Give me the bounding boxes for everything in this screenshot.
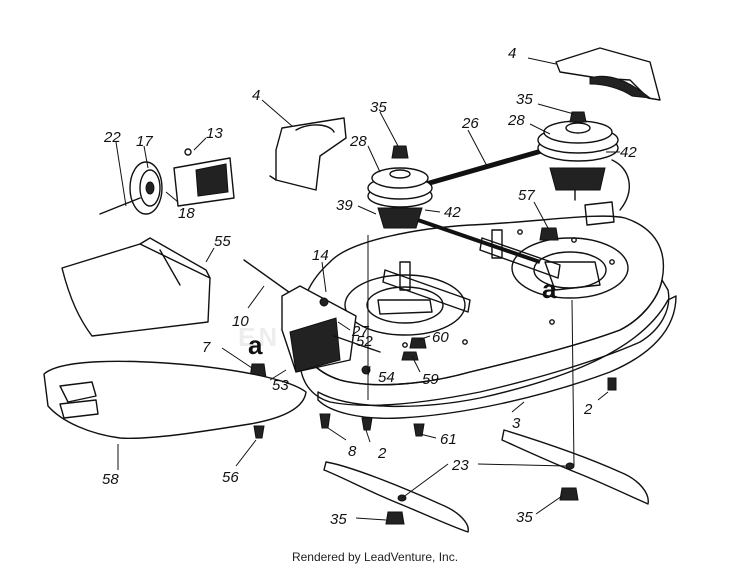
callout-4-right: 4 <box>508 45 516 62</box>
callout-54: 54 <box>378 369 395 386</box>
deck-bolts <box>253 377 617 439</box>
drive-belt <box>411 145 630 264</box>
callout-59: 59 <box>422 371 439 388</box>
callout-35-bottom-right: 35 <box>516 509 533 526</box>
callout-39: 39 <box>336 197 353 214</box>
discharge-chute <box>61 237 211 337</box>
nut-35-right <box>569 111 587 123</box>
callout-52: 52 <box>356 333 373 350</box>
nut-35-left <box>391 145 409 159</box>
callout-42-right: 42 <box>620 144 637 161</box>
callout-23: 23 <box>451 457 469 474</box>
callout-42-left: 42 <box>444 204 461 221</box>
footer-credit: Rendered by LeadVenture, Inc. <box>291 550 459 564</box>
callout-60: 60 <box>432 329 449 346</box>
mower-deck <box>299 201 677 420</box>
callout-22: 22 <box>103 129 121 146</box>
callout-35-bottom-left: 35 <box>330 511 347 528</box>
hardware-center <box>361 337 427 375</box>
callout-13: 13 <box>206 125 223 142</box>
callout-27: 27 <box>351 323 369 340</box>
belt-guard-left <box>269 117 347 191</box>
deflector-bracket <box>281 285 381 373</box>
front-bumper <box>43 360 307 439</box>
callout-55: 55 <box>214 233 231 250</box>
callout-28-left: 28 <box>349 133 367 150</box>
callout-numbers: 4 4 35 35 26 28 28 42 42 22 17 13 18 39 … <box>102 45 637 528</box>
belt-guard-right <box>555 47 661 101</box>
reference-letter-a-left: a <box>248 330 263 360</box>
callout-17: 17 <box>136 133 153 150</box>
callout-2-right: 2 <box>583 401 593 418</box>
callout-35-top-left: 35 <box>370 99 387 116</box>
arbor-assembly <box>99 148 235 215</box>
callout-57: 57 <box>518 187 535 204</box>
nut-35-blade-right <box>559 487 579 501</box>
leader-lines <box>115 57 620 521</box>
callout-8: 8 <box>348 443 357 460</box>
idler-57 <box>539 227 559 241</box>
callout-26: 26 <box>461 115 479 132</box>
callout-58: 58 <box>102 471 119 488</box>
reference-letter-a-right: a <box>542 274 557 304</box>
callout-2-left: 2 <box>377 445 387 462</box>
blade-right <box>501 429 649 505</box>
callout-3: 3 <box>512 415 521 432</box>
callout-35-top-right: 35 <box>516 91 533 108</box>
pulley-left <box>367 167 433 229</box>
callout-56: 56 <box>222 469 239 486</box>
nut-35-blade-left <box>385 511 405 525</box>
callout-10: 10 <box>232 313 249 330</box>
callout-53: 53 <box>272 377 289 394</box>
callout-28-right: 28 <box>507 112 525 129</box>
callout-18: 18 <box>178 205 195 222</box>
callout-61: 61 <box>440 431 457 448</box>
pulley-right <box>537 120 619 201</box>
callout-14: 14 <box>312 247 329 264</box>
callout-4-left: 4 <box>252 87 260 104</box>
callout-7: 7 <box>202 339 211 356</box>
